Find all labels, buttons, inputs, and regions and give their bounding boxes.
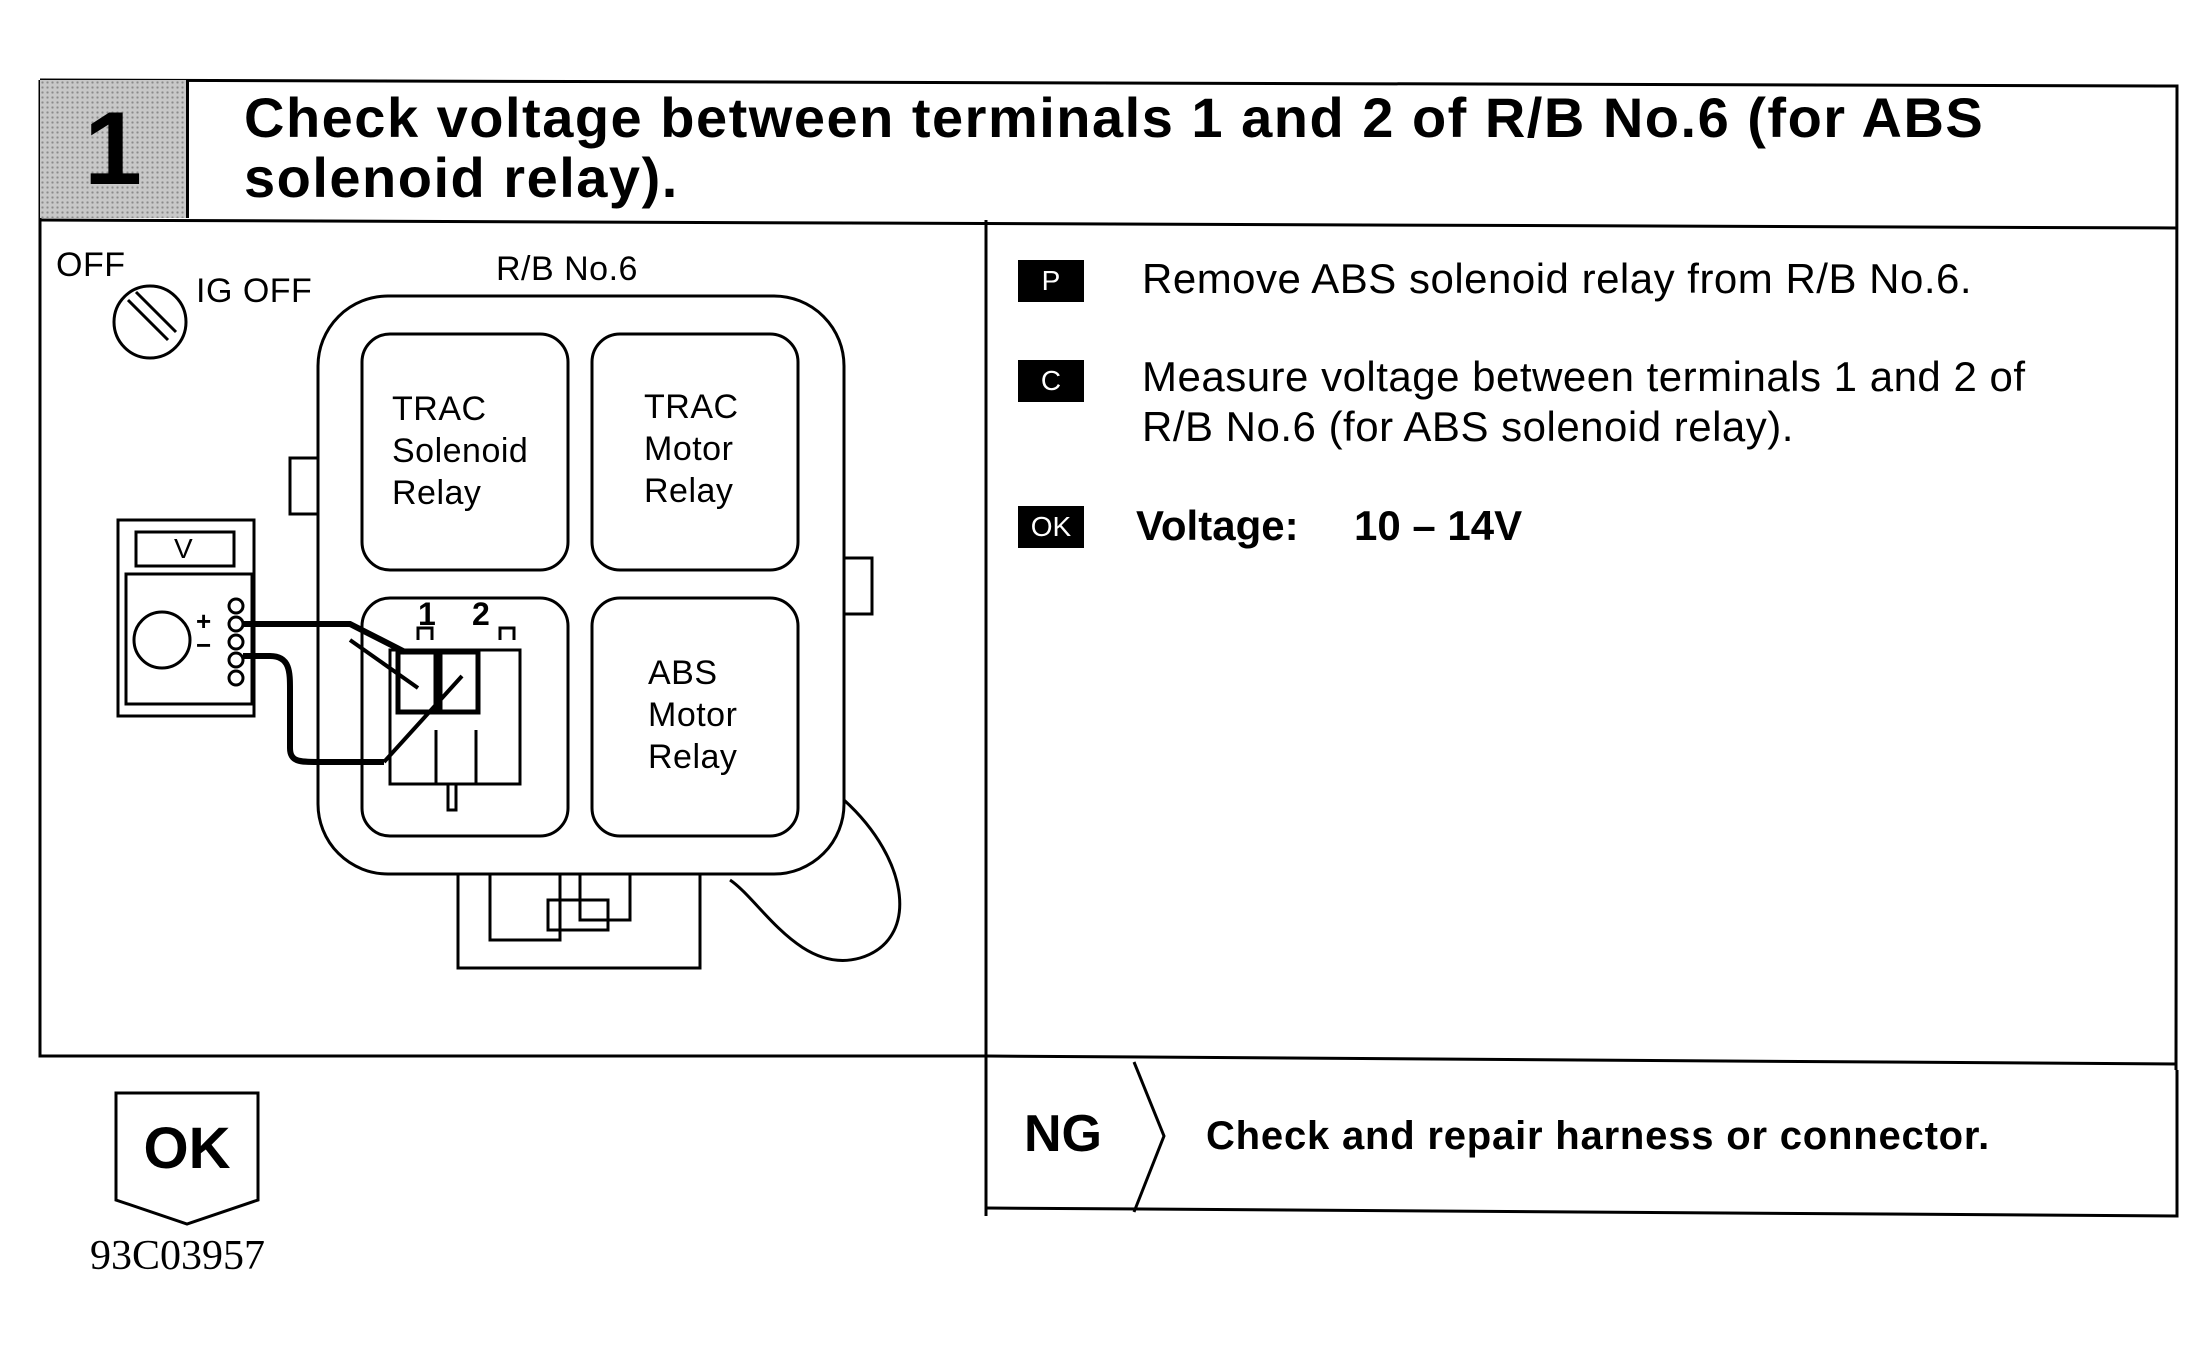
meter-minus-label: − (196, 630, 212, 660)
step-title: Check voltage between terminals 1 and 2 … (244, 86, 1985, 209)
voltmeter-icon (116, 518, 256, 718)
figure-code: 93C03957 (90, 1233, 266, 1279)
spec-value: 10 – 14V (1354, 502, 1523, 549)
badge-c: C (1018, 360, 1084, 402)
ng-label: NG (1024, 1105, 1102, 1163)
terminal-1-label: 1 (418, 596, 436, 632)
trac-motor-relay-label: TRAC Motor Relay (644, 388, 739, 510)
abs-motor-relay-label: ABS Motor Relay (648, 654, 738, 776)
instruction-c-line2: R/B No.6 (for ABS solenoid relay). (1142, 403, 1794, 450)
relay-box-outline (288, 294, 902, 970)
badge-p: P (1018, 260, 1084, 302)
instruction-p-text: Remove ABS solenoid relay from R/B No.6. (1142, 255, 1973, 302)
instruction-c-line1: Measure voltage between terminals 1 and … (1142, 353, 2026, 400)
terminal-2-label: 2 (472, 596, 490, 632)
step-number-box: 1 (40, 80, 189, 218)
probe-tips (348, 638, 464, 764)
step-number: 1 (84, 91, 142, 207)
ignition-state-label: IG OFF (196, 272, 313, 310)
test-leads (243, 621, 407, 765)
trac-solenoid-relay-label: TRAC Solenoid Relay (392, 390, 529, 512)
ng-action-text: Check and repair harness or connector. (1206, 1114, 1990, 1158)
spec-label: Voltage: (1136, 502, 1299, 549)
meter-plus-label: + (196, 606, 212, 636)
ok-label: OK (143, 1116, 231, 1181)
ignition-switch-icon (112, 284, 188, 360)
badge-ok: OK (1018, 506, 1084, 548)
meter-label: V (174, 533, 194, 564)
ignition-switch-label: OFF (56, 246, 126, 284)
relay-box-label: R/B No.6 (496, 250, 638, 288)
